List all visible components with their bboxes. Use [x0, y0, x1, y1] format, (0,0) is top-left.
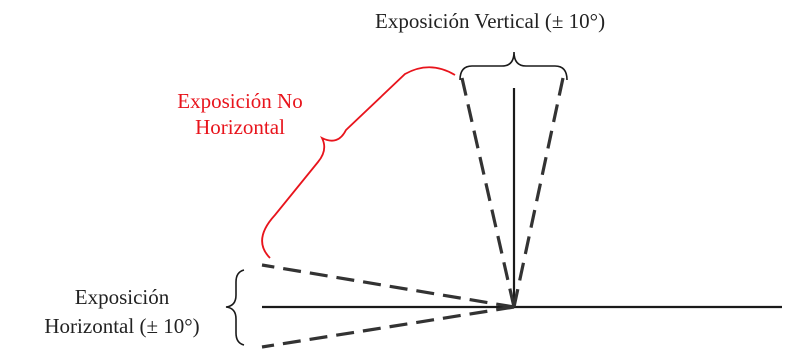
horizontal-exposure-brace: [225, 269, 245, 346]
horizontal-exposure-label-line2: Horizontal (± 10°): [44, 314, 200, 338]
vertical-tolerance-left-dashed: [460, 77, 516, 308]
non-horizontal-exposure-brace: [261, 66, 456, 259]
non-horizontal-exposure-label-line1: Exposición No: [177, 89, 303, 113]
horizontal-tolerance-lower-dashed: [261, 305, 515, 349]
horizontal-tolerance-upper-dashed: [261, 263, 515, 309]
vertical-exposure-label: Exposición Vertical (± 10°): [375, 9, 606, 33]
horizontal-exposure-label-line1: Exposición: [74, 285, 170, 309]
vertical-exposure-brace: [459, 51, 568, 81]
non-horizontal-exposure-label-line2: Horizontal: [195, 115, 285, 139]
vertical-tolerance-right-dashed: [512, 77, 565, 308]
